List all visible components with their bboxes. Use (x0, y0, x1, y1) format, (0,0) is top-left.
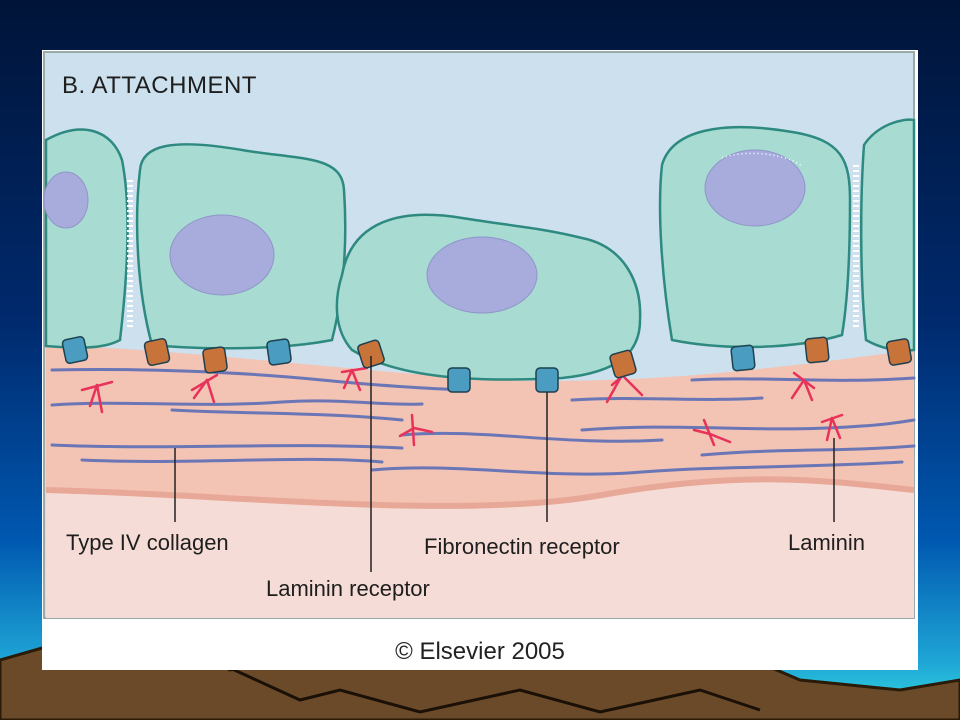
collagen-fiber (690, 376, 916, 382)
laminin-mark (398, 413, 434, 447)
cell-right-edge (859, 118, 916, 352)
mountain-ridge (229, 666, 761, 714)
collagen-fiber (400, 431, 664, 443)
nucleus (43, 171, 89, 229)
fibronectin-receptor-icon (730, 344, 756, 372)
laminin-receptor-icon (357, 339, 385, 369)
collagen-fiber (80, 457, 384, 464)
laminin-mark (340, 366, 369, 392)
basement-membrane (46, 345, 914, 506)
label-type-iv-collagen: Type IV collagen (66, 530, 229, 555)
collagen-fiber (170, 408, 404, 422)
collagen-fiber (570, 396, 764, 402)
laminin-marks (80, 366, 844, 447)
cell-junctions (127, 165, 859, 330)
laminin-receptor-icon (804, 336, 830, 364)
nucleus (169, 214, 275, 296)
collagen-fiber (700, 444, 916, 457)
fibronectin-receptor-icon (266, 338, 292, 366)
label-laminin: Laminin (788, 530, 866, 555)
collagen-fiber (50, 399, 424, 407)
basement-membrane-lower-edge (45, 476, 915, 509)
leader-lines (174, 356, 835, 572)
nucleus (426, 236, 538, 314)
label-fibronectin-receptor: Fibronectin receptor (424, 534, 620, 559)
lower-connective-layer (46, 466, 914, 618)
fibronectin-receptor-icon (535, 367, 559, 393)
laminin-receptor-icon (202, 346, 228, 374)
attachment-diagram (43, 51, 916, 619)
label-laminin-receptor: Laminin receptor (266, 576, 430, 601)
fibronectin-receptor-icon (61, 335, 89, 365)
figure-title: B. ATTACHMENT (62, 72, 257, 99)
nuclei (43, 149, 806, 314)
laminin-mark (80, 380, 114, 414)
laminin-receptor-icon (143, 337, 171, 367)
laminin-receptor-icon (609, 349, 637, 379)
laminin-mark (190, 373, 219, 404)
collagen-fiber (580, 418, 916, 432)
receptors (61, 335, 913, 393)
fibronectin-receptor-icon (447, 367, 471, 393)
collagen-fiber (50, 443, 404, 450)
laminin-receptor-icon (885, 338, 913, 366)
nuclear-envelope-dots (721, 152, 803, 167)
collagen-fibers (50, 367, 916, 476)
copyright-credit: © Elsevier 2005 (395, 638, 565, 665)
collagen-fiber (370, 460, 904, 476)
collagen-fiber (50, 367, 464, 392)
laminin-mark (790, 371, 816, 402)
figure-panel: B. ATTACHMENT Type IV collagen Laminin r… (42, 50, 918, 670)
laminin-mark (820, 413, 844, 442)
nucleus (704, 149, 806, 227)
laminin-mark (692, 418, 732, 447)
cell-left-edge (44, 128, 129, 349)
